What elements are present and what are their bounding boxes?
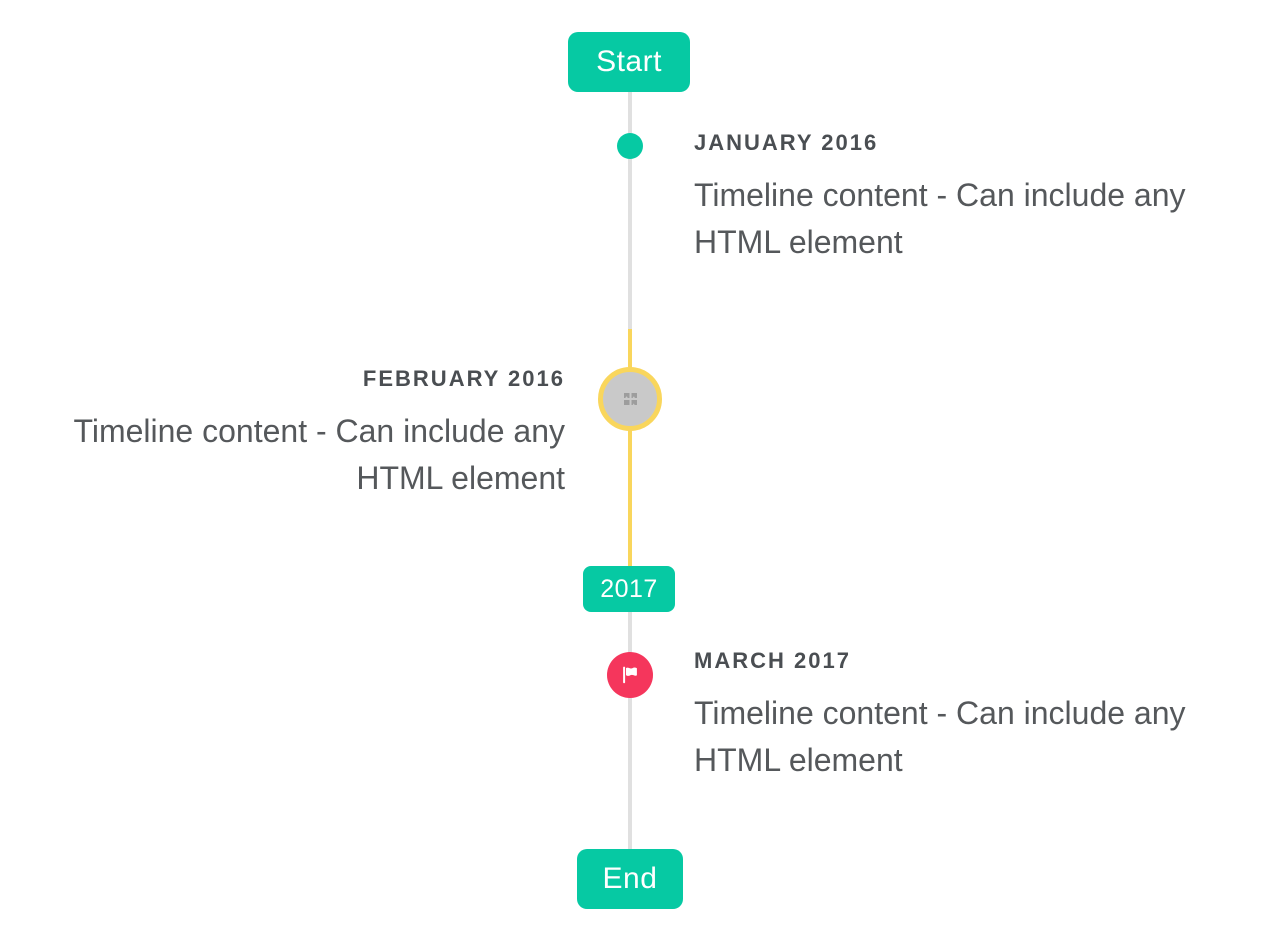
end-button[interactable]: End [577, 849, 683, 909]
item-title: MARCH 2017 [694, 648, 851, 673]
timeline-item-february-2016: FEBRUARY 2016 Timeline content - Can inc… [5, 366, 565, 502]
year-badge[interactable]: 2017 [583, 566, 675, 612]
timeline-flag-marker[interactable] [607, 652, 653, 698]
flag-icon [618, 663, 642, 687]
start-button[interactable]: Start [568, 32, 690, 92]
timeline-image-marker[interactable] [598, 367, 662, 431]
timeline-item-january-2016: JANUARY 2016 Timeline content - Can incl… [694, 130, 1254, 266]
item-content: Timeline content - Can include any HTML … [694, 177, 1186, 260]
timeline-line-highlight-segment [628, 329, 632, 567]
item-title: FEBRUARY 2016 [362, 366, 565, 391]
item-title: JANUARY 2016 [694, 130, 879, 155]
broken-image-icon [622, 392, 639, 407]
timeline-item-march-2017: MARCH 2017 Timeline content - Can includ… [694, 648, 1254, 784]
timeline-dot-marker[interactable] [617, 133, 643, 159]
item-content: Timeline content - Can include any HTML … [73, 413, 565, 496]
item-content: Timeline content - Can include any HTML … [694, 695, 1186, 778]
